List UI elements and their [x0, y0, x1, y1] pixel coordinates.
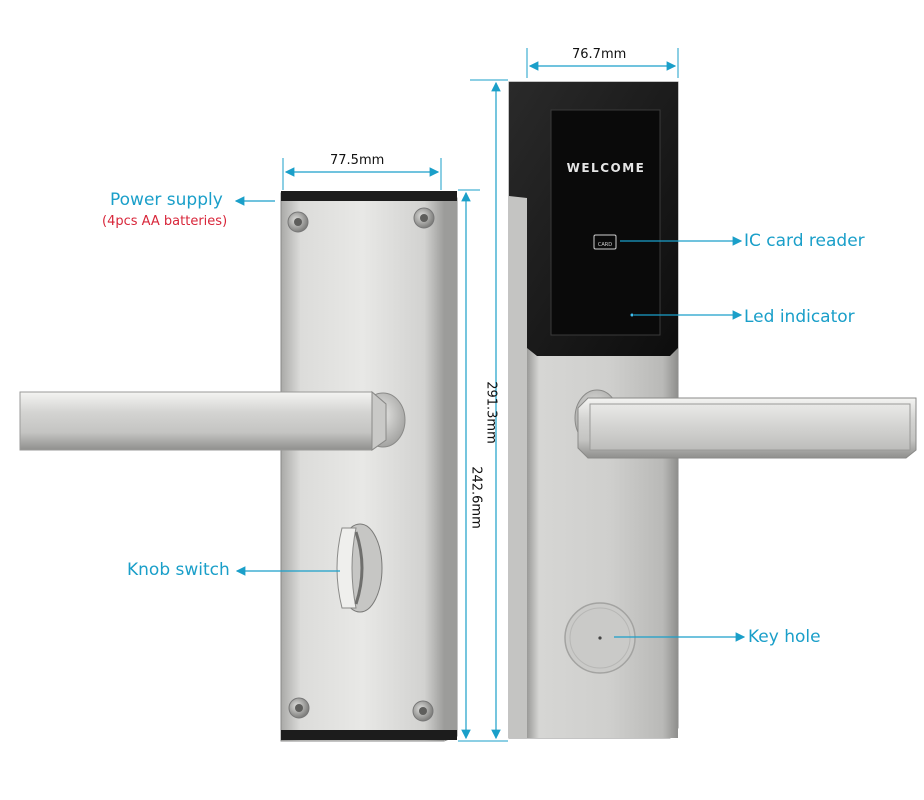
front-panel: WELCOME CARD — [508, 81, 917, 739]
back-panel — [19, 191, 458, 742]
screw-icon — [287, 211, 309, 233]
dimension-back-height — [458, 189, 480, 742]
knob-switch — [336, 523, 383, 613]
dimension-back-width — [282, 158, 442, 190]
card-icon: CARD — [593, 234, 617, 250]
led-indicator — [630, 313, 634, 317]
ic-card-reader-label: IC card reader — [744, 231, 865, 251]
key-hole-label: Key hole — [748, 627, 821, 647]
knob-switch-label: Knob switch — [127, 560, 230, 580]
screw-icon — [288, 697, 310, 719]
lever-handle-front — [577, 397, 917, 459]
key-hole — [564, 602, 636, 674]
card-icon-label: CARD — [598, 242, 612, 248]
screw-icon — [413, 207, 435, 229]
power-supply-label: Power supply — [110, 190, 223, 210]
display-panel — [550, 109, 661, 336]
front-width-label: 76.7mm — [572, 47, 627, 62]
led-indicator-label: Led indicator — [744, 307, 855, 327]
screw-icon — [412, 700, 434, 722]
back-height-label: 242.6mm — [468, 466, 484, 529]
back-panel-top-cap — [281, 191, 457, 201]
front-height-label: 291.3mm — [483, 381, 499, 444]
dimension-front-width — [526, 48, 679, 78]
power-supply-note: (4pcs AA batteries) — [102, 214, 228, 229]
back-panel-bottom-cap — [281, 730, 457, 740]
welcome-text: WELCOME — [567, 161, 646, 175]
lever-handle-back — [19, 390, 387, 451]
back-width-label: 77.5mm — [330, 153, 385, 168]
